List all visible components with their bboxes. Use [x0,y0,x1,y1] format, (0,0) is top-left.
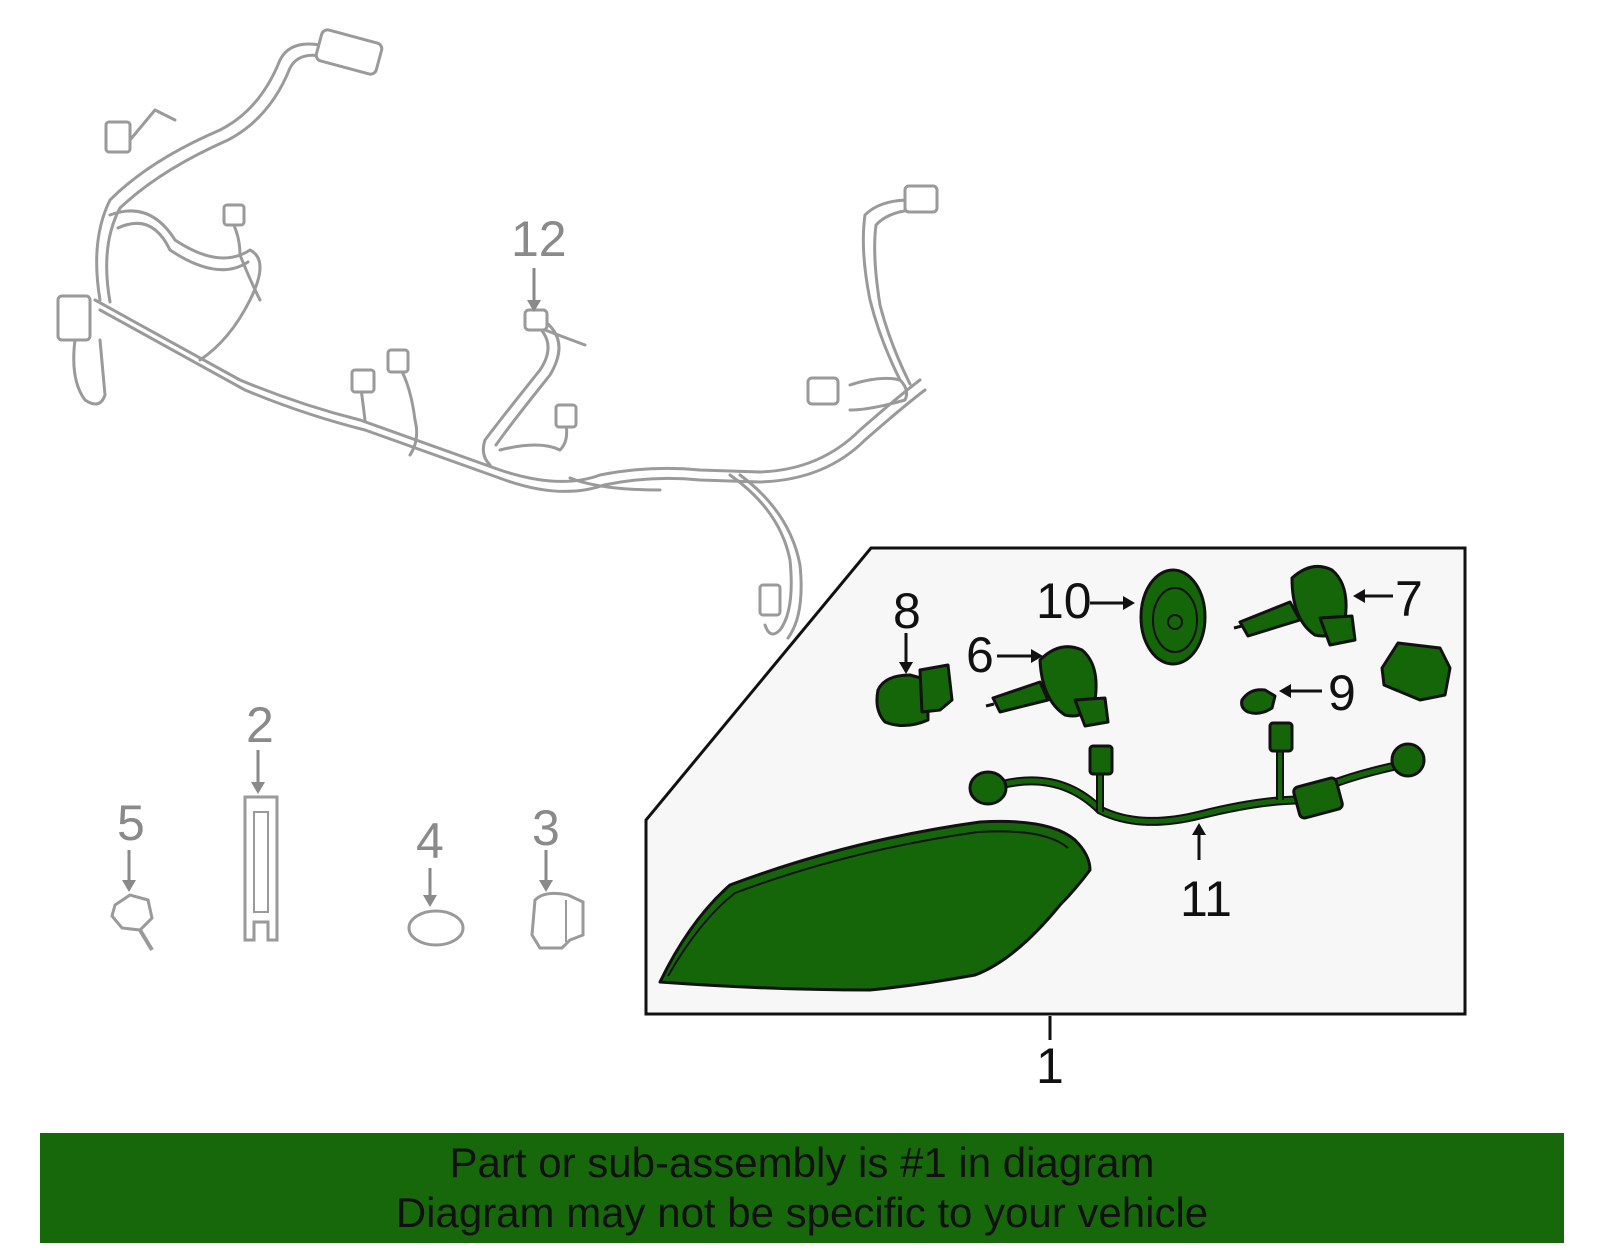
callout-11: 11 [1180,871,1232,927]
part-7-bulb [1233,564,1357,647]
gray-leaders [122,268,553,907]
banner-line-1: Part or sub-assembly is #1 in diagram [449,1139,1155,1186]
part-10-dust-cap [1139,568,1207,666]
socket-part [1380,641,1452,702]
callout-4: 4 [416,813,444,869]
part-2-bracket [243,795,279,942]
callout-12: 12 [511,211,567,267]
callout-8: 8 [893,583,921,639]
callout-1: 1 [1036,1038,1064,1094]
banner-line-2: Diagram may not be specific to your vehi… [395,1189,1209,1236]
part-5-bolt [110,893,154,952]
part-9-small-bulb [1240,688,1277,715]
part-3-clip [530,891,585,950]
callout-7: 7 [1395,571,1423,627]
part-4-grommet [407,909,465,947]
part-8-bulb [875,663,954,727]
part-11-lamp-harness [968,721,1426,826]
part-6-bulb [985,645,1110,728]
callout-6: 6 [966,627,994,683]
headlamp-housing [658,819,1092,992]
callout-9: 9 [1328,665,1356,721]
info-banner: Part or sub-assembly is #1 in diagram Di… [40,1133,1564,1243]
callout-5: 5 [117,795,145,851]
callout-2: 2 [246,697,274,753]
wiring-harness-illustration [56,28,939,640]
callout-3: 3 [532,800,560,856]
black-leaders [899,589,1393,860]
callout-10: 10 [1036,573,1092,629]
